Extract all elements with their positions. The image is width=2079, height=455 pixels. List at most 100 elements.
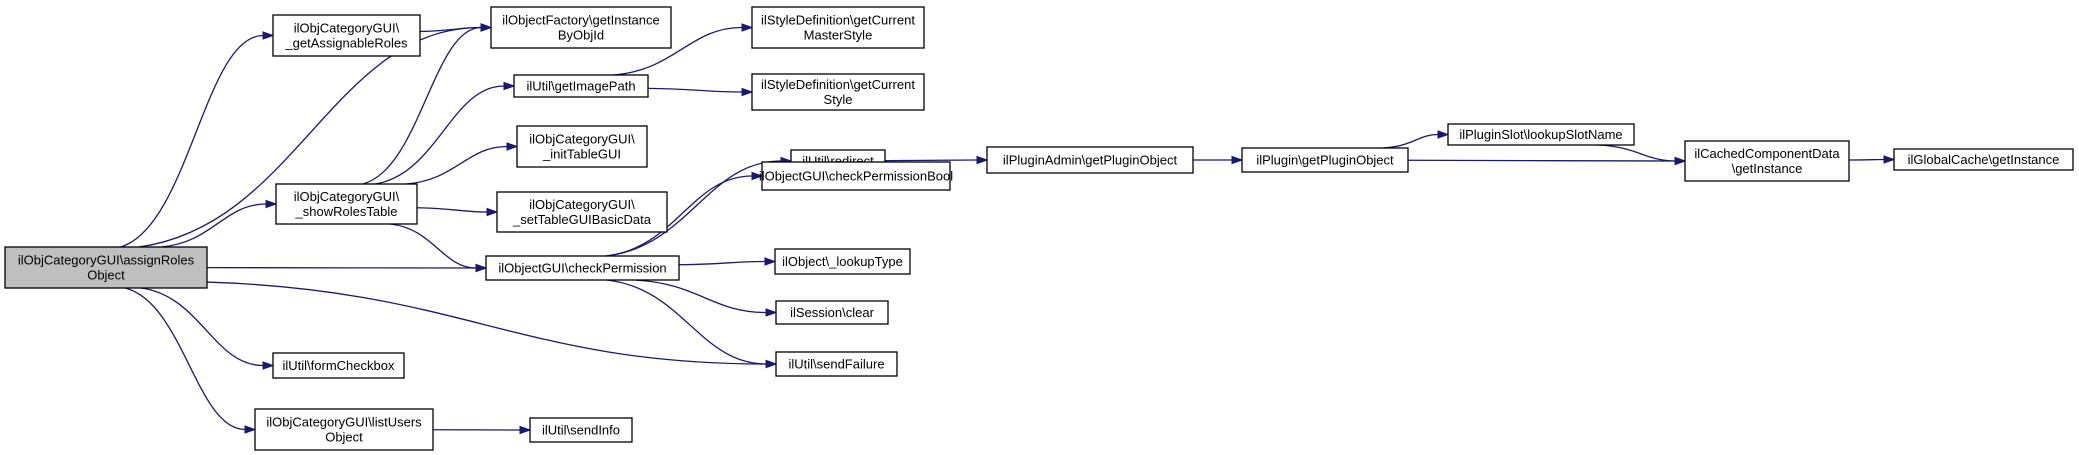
node-box (513, 74, 649, 98)
node-adminGetPluginObject[interactable]: ilPluginAdmin\getPluginObject (986, 146, 1194, 174)
node-label: ilUtil\formCheckbox (283, 358, 395, 373)
node-label: Object (325, 430, 363, 445)
edge-line (678, 260, 766, 266)
node-box (1893, 148, 2074, 171)
arrowhead-icon (765, 359, 778, 369)
edge-checkPermission-to-sendFailure (606, 279, 778, 369)
node-label: _getAssignableRoles (284, 36, 408, 51)
node-sendFailure[interactable]: ilUtil\sendFailure (775, 351, 898, 377)
arrowhead-icon (519, 425, 532, 435)
node-label: _setTableGUIBasicData (512, 212, 652, 227)
arrowhead-icon (244, 425, 257, 434)
node-pluginGetPluginObject[interactable]: ilPlugin\getPluginObject (1241, 147, 1409, 173)
node-box (272, 352, 405, 379)
edge-line (138, 26, 482, 248)
edge-getImagePath-to-getCurrentMasterStyle (613, 23, 754, 76)
edge-line (605, 160, 782, 257)
node-label: MasterStyle (804, 28, 873, 43)
edge-pluginGetPluginObject-to-cachedGetInstance (1407, 156, 1687, 166)
node-sendInfo[interactable]: ilUtil\sendInfo (529, 417, 633, 443)
node-getAssignableRoles[interactable]: ilObjCategoryGUI\_getAssignableRoles (272, 14, 421, 57)
node-box (485, 255, 680, 281)
node-label: ilObjectFactory\getInstance (502, 13, 660, 28)
node-box (516, 125, 648, 168)
edge-line (1407, 159, 1676, 162)
node-label: ilUtil\getImagePath (526, 79, 635, 94)
node-showRolesTable[interactable]: ilObjCategoryGUI\_showRolesTable (275, 183, 418, 225)
edge-line (362, 26, 482, 185)
node-label: ilObjCategoryGUI\ (294, 21, 400, 36)
node-label: ilObjCategoryGUI\assignRoles (18, 253, 195, 268)
node-label: ilGlobalCache\getInstance (1908, 152, 2060, 167)
arrowhead-icon (475, 263, 488, 273)
node-box (272, 14, 421, 57)
edge-showRolesTable-to-getImagePath (374, 81, 516, 185)
node-label: ilPlugin\getPluginObject (1256, 153, 1394, 168)
node-box (775, 300, 889, 325)
arrowhead-icon (480, 23, 493, 32)
node-label: ilStyleDefinition\getCurrent (761, 77, 915, 92)
edge-showRolesTable-to-setTableGUIBasicData (416, 207, 499, 217)
edge-line (374, 85, 505, 185)
call-graph-edges (120, 23, 1896, 435)
edge-pluginGetPluginObject-to-lookupSlotName (1382, 130, 1450, 149)
node-getImagePath[interactable]: ilUtil\getImagePath (513, 74, 649, 98)
node-label: _showRolesTable (295, 204, 398, 219)
node-box (761, 161, 951, 191)
node-sessionClear[interactable]: ilSession\clear (775, 300, 889, 325)
node-formCheckbox[interactable]: ilUtil\formCheckbox (272, 352, 405, 379)
arrowhead-icon (1231, 155, 1244, 165)
node-label: ilSession\clear (790, 305, 874, 320)
arrowhead-icon (506, 142, 519, 151)
arrowhead-icon (764, 257, 777, 266)
edge-assignRolesObject-to-showRolesTable (160, 199, 278, 248)
arrowhead-icon (1883, 155, 1896, 164)
node-box (775, 351, 898, 377)
arrowhead-icon (265, 199, 278, 209)
node-label: ilStyleDefinition\getCurrent (761, 13, 915, 28)
node-label: Style (824, 92, 853, 107)
node-box (986, 146, 1194, 174)
arrowhead-icon (741, 87, 754, 97)
node-lookupType[interactable]: ilObject\_lookupType (774, 248, 911, 275)
edge-line (140, 287, 264, 367)
edge-cachedGetInstance-to-globalCacheGetInstance (1848, 155, 1896, 164)
node-box (490, 6, 672, 49)
edge-assignRolesObject-to-checkPermission (206, 263, 488, 273)
edge-line (120, 34, 264, 248)
node-setTableGUIBasicData[interactable]: ilObjCategoryGUI\_setTableGUIBasicData (496, 191, 668, 233)
edge-line (124, 287, 246, 431)
node-checkPermissionBool[interactable]: ilObjectGUI\checkPermissionBool (759, 161, 953, 191)
node-checkPermission[interactable]: ilObjectGUI\checkPermission (485, 255, 680, 281)
node-cachedGetInstance[interactable]: ilCachedComponentData\getInstance (1684, 140, 1850, 182)
node-label: ilCachedComponentData (1694, 146, 1840, 161)
edge-line (634, 279, 767, 314)
node-label: ilObject\_lookupType (782, 254, 903, 269)
edge-lookupSlotName-to-cachedGetInstance (1598, 144, 1687, 166)
node-label: ilPluginSlot\lookupSlotName (1459, 127, 1622, 142)
arrowhead-icon (751, 171, 764, 181)
edge-line (160, 203, 267, 248)
arrowhead-icon (1437, 130, 1450, 139)
node-label: ilPluginAdmin\getPluginObject (1003, 153, 1178, 168)
node-box (1684, 140, 1850, 182)
edge-assignRolesObject-to-listUsersObject (124, 287, 257, 434)
node-label: ilObjCategoryGUI\listUsers (266, 415, 422, 430)
node-initTableGUI[interactable]: ilObjCategoryGUI\_initTableGUI (516, 125, 648, 168)
node-box (496, 191, 668, 233)
node-label: _initTableGUI (542, 147, 621, 162)
edge-line (606, 279, 767, 365)
node-globalCacheGetInstance[interactable]: ilGlobalCache\getInstance (1893, 148, 2074, 171)
node-lookupSlotName[interactable]: ilPluginSlot\lookupSlotName (1447, 123, 1635, 146)
edge-checkPermission-to-checkPermissionBool (605, 171, 764, 257)
node-label: ByObjId (558, 28, 604, 43)
node-label: ilObjCategoryGUI\ (529, 197, 635, 212)
arrowhead-icon (1674, 156, 1687, 166)
edge-line (884, 159, 978, 162)
